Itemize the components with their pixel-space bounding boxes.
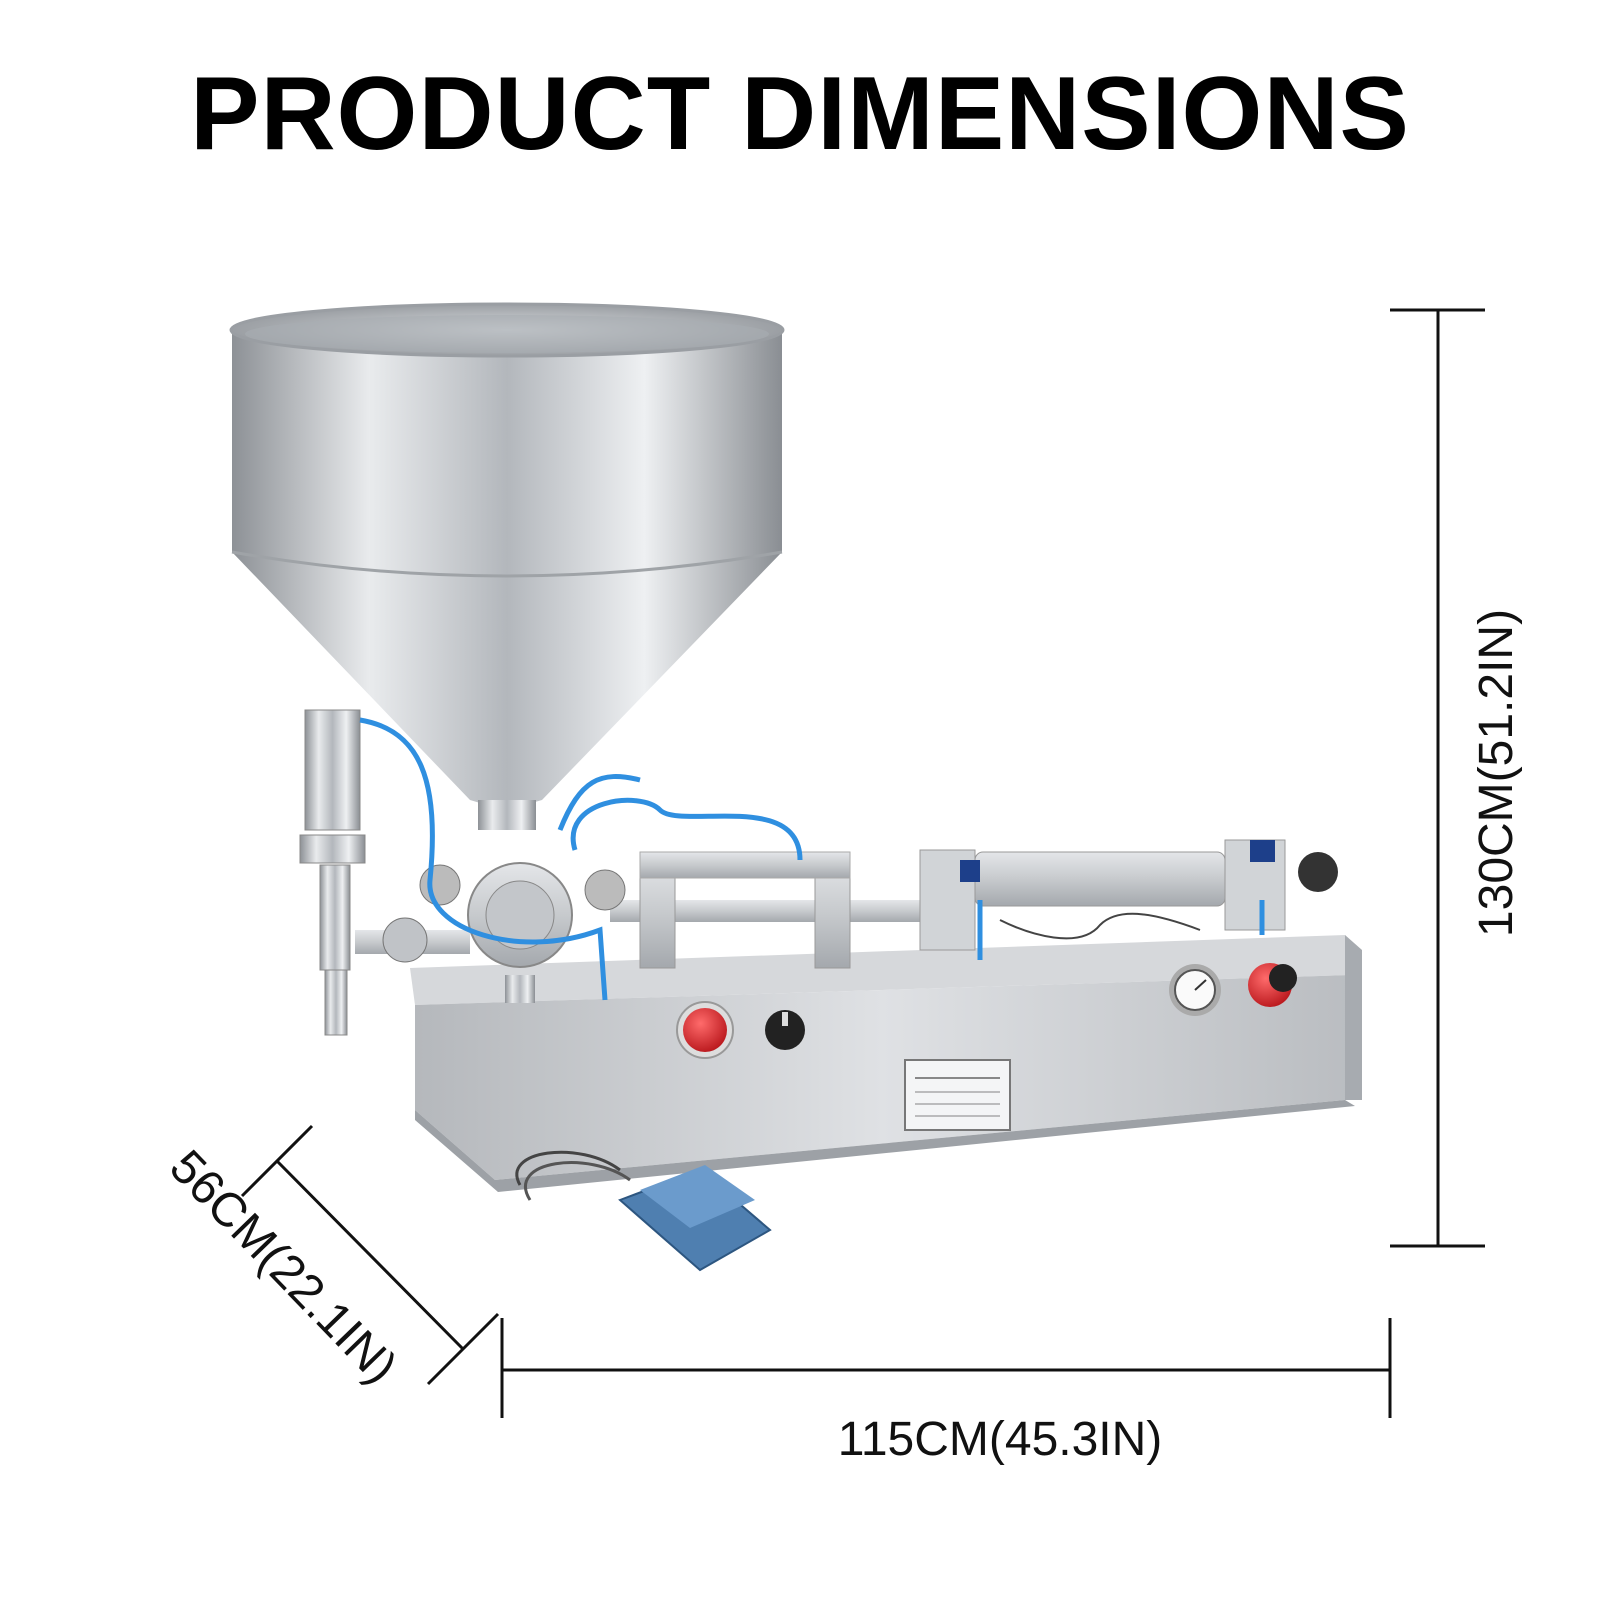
height-dimension-line (1390, 308, 1485, 1248)
speed-knob (765, 1010, 805, 1050)
sensor-wire (999, 912, 1201, 940)
depth-dimension-line (240, 1124, 500, 1386)
filling-nozzle (299, 709, 366, 1036)
width-label: 115CM(45.3IN) (838, 1413, 1163, 1466)
foot-pedal (515, 1150, 772, 1272)
depth-label: 56CM(22.1IN) (159, 1140, 407, 1394)
width-dimension-line (500, 1318, 1392, 1418)
height-label: 130CM(51.2IN) (1470, 609, 1523, 937)
hopper (229, 302, 785, 830)
pneumatic-cylinder (610, 839, 1338, 969)
page-title: PRODUCT DIMENSIONS (190, 56, 1410, 172)
emergency-stop-button (676, 1001, 734, 1059)
air-valve-knob (1248, 963, 1297, 1007)
spec-label-plate (904, 1059, 1011, 1131)
pressure-gauge-icon (1169, 964, 1221, 1016)
pump-valve-assembly (355, 862, 626, 1003)
air-hoses (359, 717, 1265, 1001)
base-cabinet (410, 935, 1362, 1192)
